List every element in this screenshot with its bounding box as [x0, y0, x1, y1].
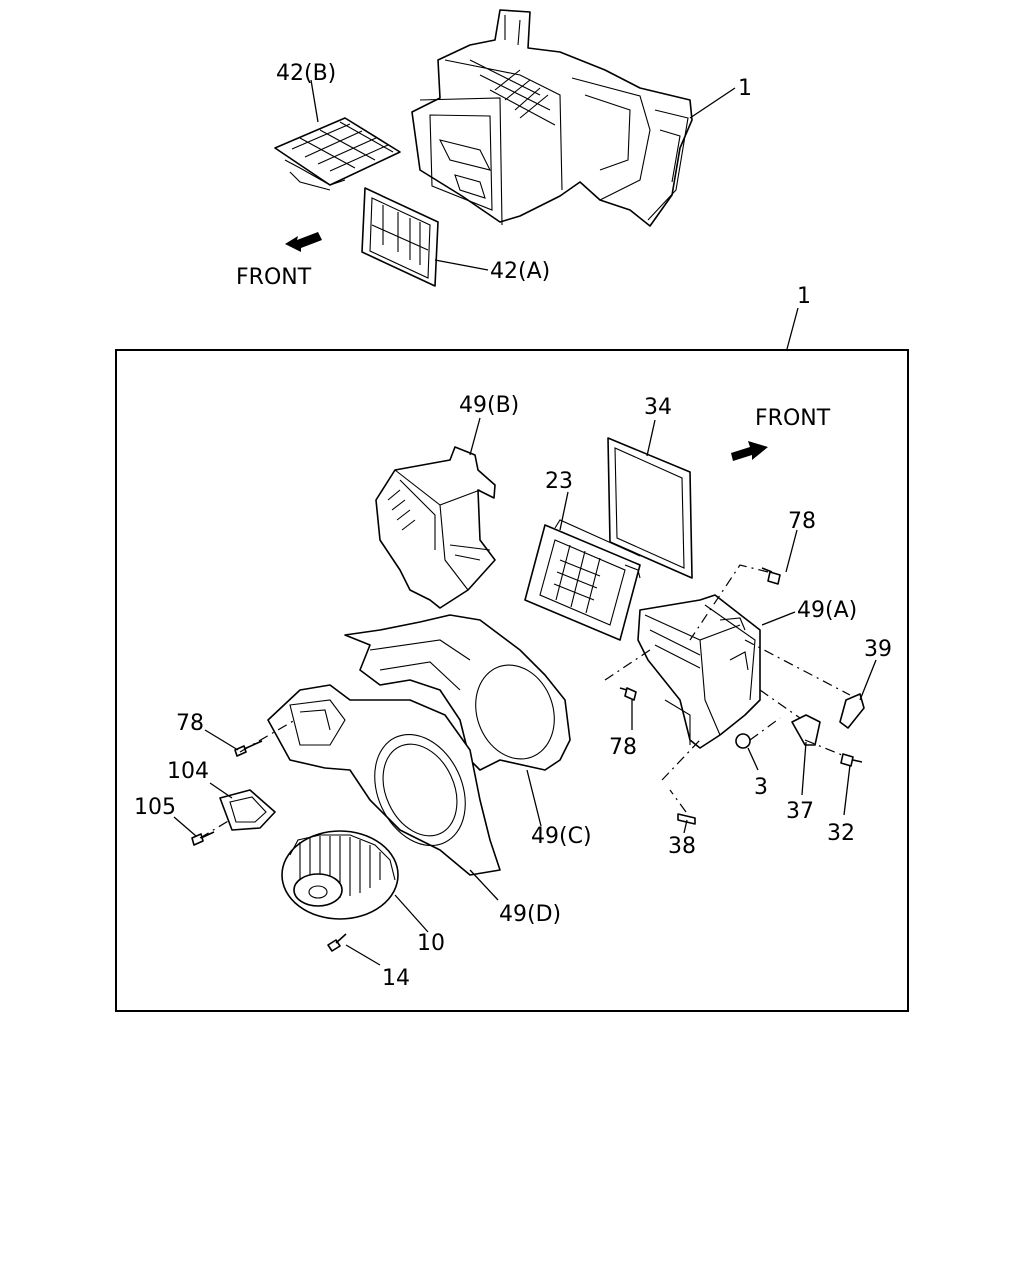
- callout-78-left: 78: [176, 711, 204, 736]
- exploded-view-frame: [115, 349, 909, 1012]
- callout-49a: 49(A): [797, 598, 857, 623]
- resistor-104-part: [219, 789, 276, 831]
- heater-unit-assembly-part: [411, 9, 693, 227]
- exploded-assembly: 49(B) 34 FRONT 23 78 49(A) 39 78 78 104 …: [134, 393, 892, 991]
- callout-38: 38: [668, 834, 696, 859]
- blower-case-49d-part: [267, 684, 501, 876]
- callout-37: 37: [786, 799, 814, 824]
- callout-32: 32: [827, 821, 855, 846]
- callout-49d: 49(D): [499, 902, 561, 927]
- callout-78-lower: 78: [609, 735, 637, 760]
- front-label-top: FRONT: [236, 265, 312, 290]
- callout-104: 104: [167, 759, 209, 784]
- front-arrow-top-icon: [285, 232, 322, 252]
- callout-78-upper-right: 78: [788, 509, 816, 534]
- pin-38-icon: [677, 813, 696, 825]
- front-label-frame: FRONT: [755, 406, 831, 431]
- callout-3: 3: [754, 775, 768, 800]
- callout-14: 14: [382, 966, 410, 991]
- gasket-34-part: [607, 437, 693, 579]
- callout-34: 34: [644, 395, 672, 420]
- nut-3-icon: [735, 733, 751, 749]
- top-assembly: 42(B) 1 42(A) FRONT: [236, 9, 752, 290]
- callout-42a: 42(A): [490, 259, 550, 284]
- screw-78-lower-icon: [619, 687, 637, 701]
- callout-23: 23: [545, 469, 573, 494]
- screw-14-icon: [327, 933, 347, 952]
- bracket-37-icon: [791, 714, 821, 746]
- screw-105-icon: [191, 831, 215, 846]
- fasteners: [191, 567, 865, 952]
- lever-39-icon: [839, 693, 865, 729]
- filter-42a-part: [361, 187, 439, 287]
- callout-1-frame: 1: [797, 284, 811, 309]
- blower-motor-10-part: [281, 830, 399, 920]
- callout-49c: 49(C): [531, 824, 592, 849]
- housing-49a-part: [637, 594, 761, 749]
- evaporator-23-part: [524, 519, 641, 641]
- callout-10: 10: [417, 931, 445, 956]
- duct-49b-part: [375, 446, 496, 609]
- callout-49b: 49(B): [459, 393, 519, 418]
- screw-32-icon: [840, 753, 863, 767]
- filter-42b-part: [274, 117, 401, 191]
- screw-78-upper-right-icon: [761, 567, 781, 585]
- callout-39: 39: [864, 637, 892, 662]
- callout-42b: 42(B): [276, 61, 336, 86]
- screw-78-left-icon: [234, 740, 263, 757]
- callout-105: 105: [134, 795, 176, 820]
- blower-case-49c-part: [344, 614, 571, 771]
- callout-1-top: 1: [738, 76, 752, 101]
- front-arrow-frame-icon: [731, 441, 768, 461]
